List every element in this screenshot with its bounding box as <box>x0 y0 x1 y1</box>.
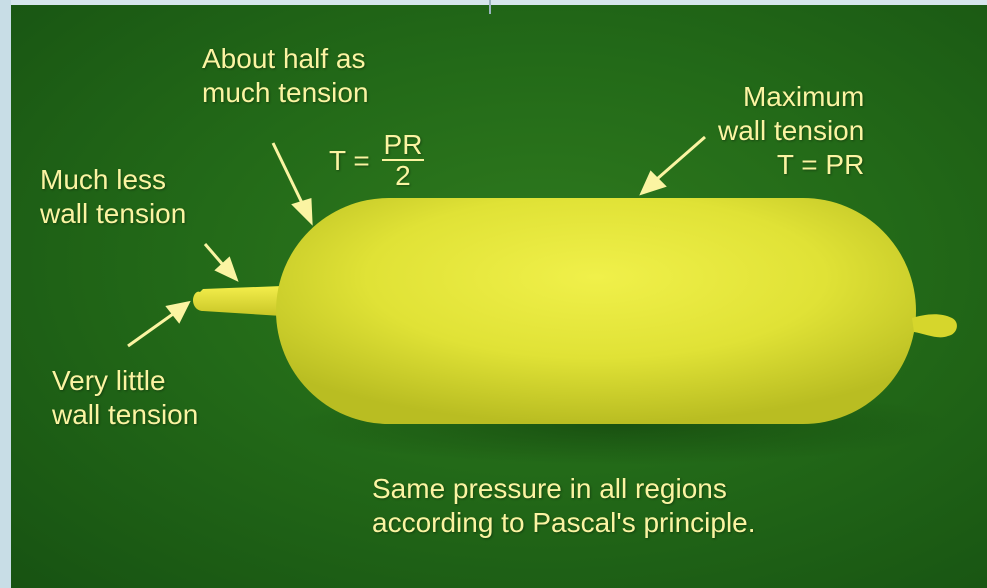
formula-half-tension: T = PR 2 <box>329 131 424 191</box>
arrow-very-little <box>128 303 188 346</box>
balloon-knot <box>912 314 957 337</box>
formula-half-denominator: 2 <box>382 161 425 191</box>
label-very-little-tension: Very little wall tension <box>52 364 198 432</box>
label-about-half-tension: About half as much tension <box>202 42 369 110</box>
formula-half-fraction: PR 2 <box>382 131 425 191</box>
label-pascal-line1: Same pressure in all regions <box>372 472 756 506</box>
label-much-less-line2: wall tension <box>40 197 186 231</box>
label-very-little-line2: wall tension <box>52 398 198 432</box>
formula-half-lhs: T = <box>329 144 370 178</box>
label-about-half-line2: much tension <box>202 76 369 110</box>
arrow-maximum <box>642 137 705 193</box>
arrow-much-less <box>205 244 236 279</box>
label-very-little-line1: Very little <box>52 364 198 398</box>
label-pascal-line2: according to Pascal's principle. <box>372 506 756 540</box>
label-maximum-tension: Maximum wall tension T = PR <box>718 80 864 182</box>
label-maximum-line2: wall tension <box>718 114 864 148</box>
label-about-half-line1: About half as <box>202 42 369 76</box>
label-much-less-tension: Much less wall tension <box>40 163 186 231</box>
label-pascal-principle: Same pressure in all regions according t… <box>372 472 756 540</box>
arrow-about-half <box>273 143 311 222</box>
formula-maximum-tension: T = PR <box>718 148 864 182</box>
balloon-body <box>276 198 916 424</box>
balloon-neck <box>193 286 282 316</box>
label-much-less-line1: Much less <box>40 163 186 197</box>
label-maximum-line1: Maximum <box>718 80 864 114</box>
formula-half-numerator: PR <box>382 131 425 161</box>
